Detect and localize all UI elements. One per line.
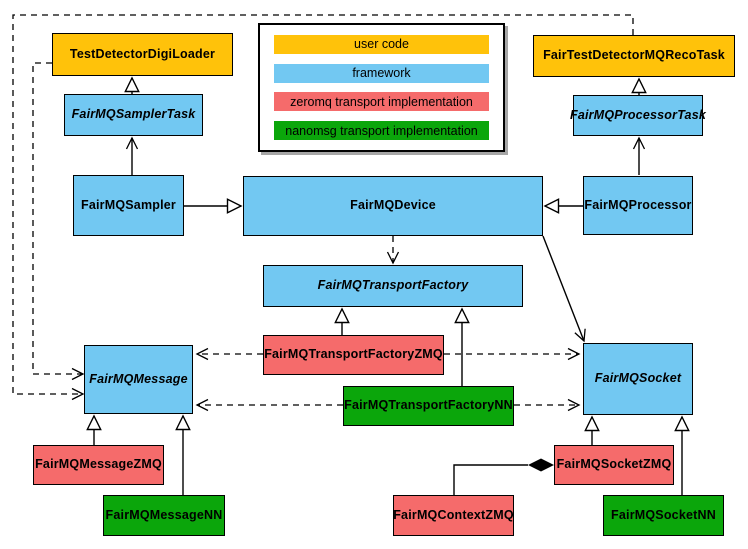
legend-label: user code: [354, 37, 409, 52]
legend-item-zeromq: zeromq transport implementation: [274, 92, 489, 112]
node-fairmq-processor: FairMQProcessor: [583, 176, 693, 235]
legend-item-nanomsg: nanomsg transport implementation: [274, 121, 489, 141]
legend-label: nanomsg transport implementation: [285, 123, 478, 138]
node-fairmq-socket-zmq: FairMQSocketZMQ: [554, 445, 674, 485]
legend-label: zeromq transport implementation: [290, 94, 473, 109]
edge-device-to-socket: [542, 235, 586, 343]
node-fair-test-detector-mq-reco-task: FairTestDetectorMQRecoTask: [533, 35, 735, 77]
node-fairmq-socket: FairMQSocket: [583, 343, 693, 415]
legend-item-framework: framework: [274, 63, 489, 83]
node-fairmq-transport-factory-nn: FairMQTransportFactoryNN: [343, 386, 514, 426]
node-fairmq-processor-task: FairMQProcessorTask: [570, 95, 706, 136]
node-fairmq-socket-nn: FairMQSocketNN: [603, 495, 724, 536]
node-test-detector-digi-loader: TestDetectorDigiLoader: [52, 33, 233, 76]
node-fairmq-sampler: FairMQSampler: [73, 175, 184, 236]
node-fairmq-message-zmq: FairMQMessageZMQ: [33, 445, 164, 485]
legend-label: framework: [352, 66, 411, 81]
edge-contextzmq-to-socketzmq: [453, 464, 528, 495]
node-fairmq-sampler-task: FairMQSamplerTask: [64, 94, 203, 136]
edge-recotask-to-message: [12, 14, 634, 401]
node-fairmq-message: FairMQMessage: [84, 345, 193, 414]
edge-digiloader-to-message: [32, 62, 85, 381]
node-fairmq-transport-factory-zmq: FairMQTransportFactoryZMQ: [263, 335, 444, 375]
composition-diamond: [528, 458, 554, 472]
legend: user code framework zeromq transport imp…: [258, 23, 505, 152]
node-fairmq-message-nn: FairMQMessageNN: [103, 495, 225, 536]
legend-item-user-code: user code: [274, 34, 489, 54]
node-fairmq-context-zmq: FairMQContextZMQ: [393, 495, 514, 536]
node-fairmq-transport-factory: FairMQTransportFactory: [263, 265, 523, 307]
node-fairmq-device: FairMQDevice: [243, 176, 543, 236]
